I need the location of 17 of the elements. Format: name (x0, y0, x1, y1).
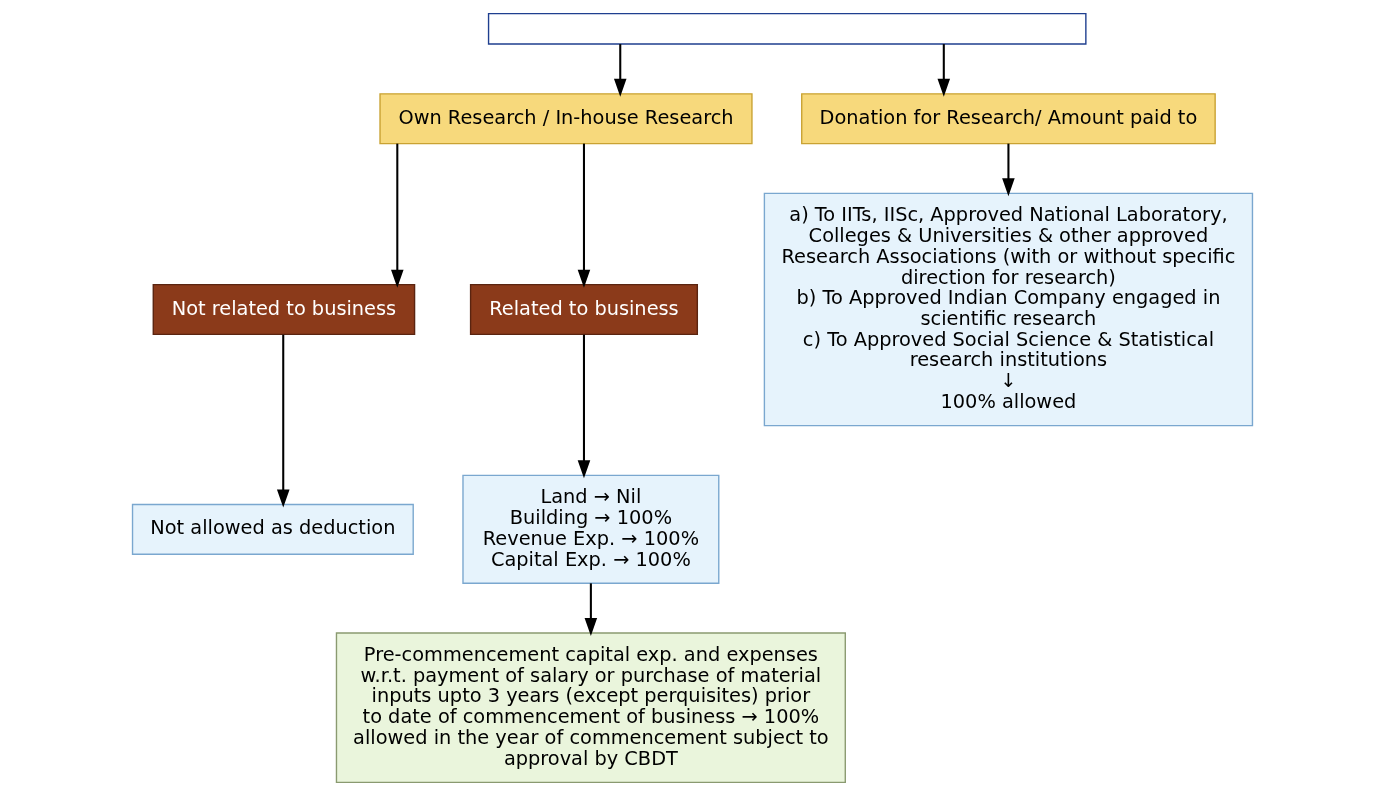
node-box (487, 12, 1087, 45)
arrow (390, 143, 404, 288)
arrow (584, 583, 597, 636)
node-box: Pre-commencement capital exp. and expenses w.r.t. payment of salary or purchase of material inputs upto 3 years (except perquisites) prior to date of commencement of business → 100% allowed in the year of commencement subject to approval by CBDT (335, 632, 846, 784)
node-box: Not allowed as deduction (131, 503, 414, 555)
arrow (577, 143, 590, 288)
node-box: Donation for Research/ Amount paid to (800, 93, 1216, 145)
arrow (276, 334, 290, 508)
arrow (1001, 143, 1015, 197)
arrow (613, 44, 627, 97)
arrow (577, 334, 590, 479)
node-box: Land → Nil Building → 100% Revenue Exp. → 100% Capital Exp. → 100% (461, 474, 719, 584)
node-box: Own Research / In-house Research (378, 93, 753, 145)
node-box: a) To IITs, IISc, Approved National Laboratory, Colleges & Universities & other approved Research Associations (with or without specific direction for research) b) To Approved Indian Company engaged in scientific research c) To Approved Social Science & Statistical research institutions ↓ 100% allowed (763, 192, 1253, 427)
node-box: Not related to business (152, 283, 415, 336)
arrow (937, 44, 950, 97)
node-box: Related to business (469, 283, 698, 336)
